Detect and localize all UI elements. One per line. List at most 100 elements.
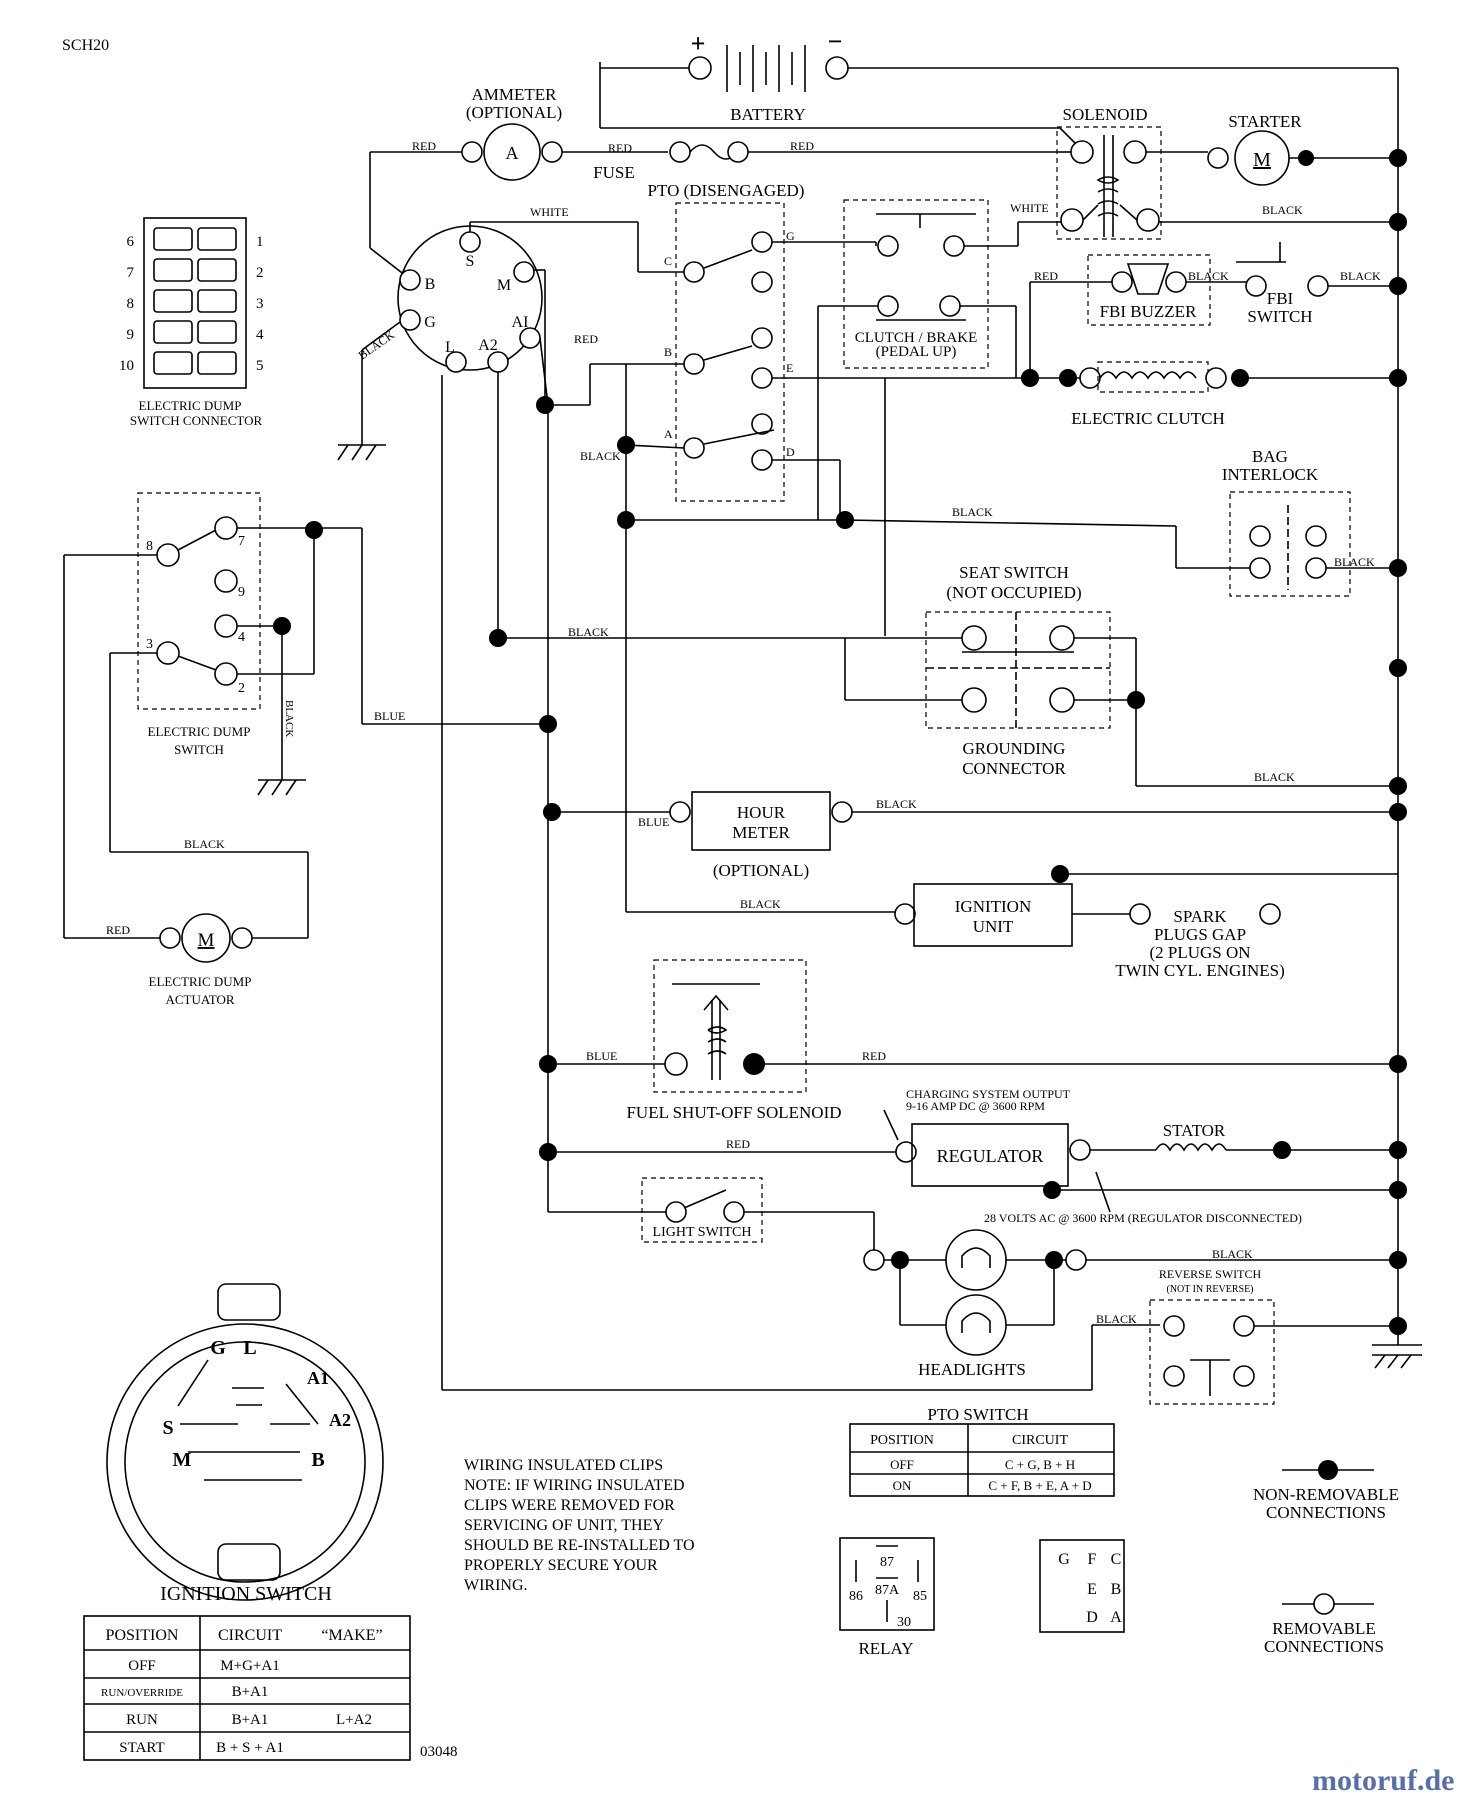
- spark-plugs-note: (2 PLUGS ON: [1149, 943, 1250, 962]
- pto-pinout-pin: C: [1111, 1551, 1122, 1568]
- dump-switch-pin: 8: [146, 539, 153, 554]
- dump-connector-label: ELECTRIC DUMP: [139, 398, 242, 413]
- note-line: CLIPS WERE REMOVED FOR: [464, 1497, 675, 1514]
- wire-label-blue: BLUE: [638, 815, 669, 829]
- stator-label: STATOR: [1163, 1121, 1226, 1140]
- wiring-note: WIRING INSULATED CLIPS NOTE: IF WIRING I…: [464, 1457, 695, 1594]
- ign-terminal-L: L: [445, 339, 455, 356]
- pto-table-header: POSITION: [870, 1433, 934, 1448]
- pto-terminal-C: C: [664, 254, 672, 268]
- dump-switch-pin: 7: [238, 534, 245, 549]
- fbi-switch: FBI SWITCH: [1236, 242, 1329, 326]
- ign-table-cell: B+A1: [232, 1712, 269, 1728]
- electric-dump-connector: 6 7 8 9 10 1 2 3 4 5 ELECTRIC DUMP SWITC…: [119, 217, 264, 428]
- regulator-ac-note: 28 VOLTS AC @ 3600 RPM (REGULATOR DISCON…: [984, 1211, 1302, 1225]
- clutch-brake-label: CLUTCH / BRAKE: [855, 330, 978, 346]
- battery-label: BATTERY: [730, 105, 806, 124]
- regulator-output-note2: 9-16 AMP DC @ 3600 RPM: [906, 1099, 1045, 1113]
- pto-terminal-A: A: [664, 427, 673, 441]
- relay-pin: 30: [897, 1615, 911, 1630]
- ign-table-cell: START: [119, 1740, 164, 1756]
- wire-label-blue: BLUE: [586, 1049, 617, 1063]
- dump-switch-label2: SWITCH: [174, 742, 224, 757]
- legend-label: CONNECTIONS: [1266, 1503, 1386, 1522]
- wire-label-white: WHITE: [1010, 201, 1049, 215]
- pto-table-header: CIRCUIT: [1012, 1433, 1068, 1448]
- electric-clutch-label: ELECTRIC CLUTCH: [1071, 409, 1224, 428]
- battery-positive-terminal: [688, 56, 712, 80]
- ign-table-cell: RUN: [126, 1712, 158, 1728]
- fbi-switch-label2: SWITCH: [1247, 307, 1312, 326]
- fuel-shutoff-solenoid: FUEL SHUT-OFF SOLENOID: [626, 959, 842, 1122]
- reverse-switch-sublabel: (NOT IN REVERSE): [1166, 1284, 1253, 1295]
- ign-table-cell: B + S + A1: [216, 1740, 284, 1756]
- wire-label-red: RED: [608, 141, 632, 155]
- pto-table-cell: OFF: [890, 1457, 914, 1472]
- wire-label-black: BLACK: [1096, 1312, 1137, 1326]
- fuel-solenoid-label: FUEL SHUT-OFF SOLENOID: [626, 1103, 841, 1122]
- face-label-S: S: [162, 1417, 173, 1439]
- ign-table-cell: OFF: [128, 1658, 156, 1674]
- ign-table-cell: RUN/OVERRIDE: [101, 1687, 183, 1699]
- legend-non-removable: NON-REMOVABLE CONNECTIONS: [1253, 1460, 1399, 1522]
- note-line: WIRING.: [464, 1577, 528, 1594]
- headlights-label: HEADLIGHTS: [918, 1360, 1026, 1379]
- battery-minus-sign: −: [828, 27, 843, 56]
- relay-label: RELAY: [858, 1639, 913, 1658]
- seat-switch: SEAT SWITCH (NOT OCCUPIED) GROUNDING CON…: [925, 563, 1111, 778]
- reverse-switch: REVERSE SWITCH (NOT IN REVERSE): [1149, 1267, 1275, 1405]
- ignition-switch-face: G L A1 S A2 M B: [106, 1283, 384, 1601]
- wire-label-black: BLACK: [283, 700, 295, 737]
- face-label-L: L: [243, 1337, 256, 1359]
- grounding-connector-label2: CONNECTOR: [962, 759, 1066, 778]
- light-switch: LIGHT SWITCH: [641, 1177, 763, 1243]
- dump-switch-pin: 9: [238, 585, 245, 600]
- seat-switch-sublabel: (NOT OCCUPIED): [946, 583, 1081, 602]
- connector-pin: 2: [256, 265, 264, 281]
- face-label-G: G: [210, 1337, 226, 1359]
- fuse-label: FUSE: [593, 163, 635, 182]
- note-line: NOTE: IF WIRING INSULATED: [464, 1477, 685, 1494]
- pto-terminal-D: D: [786, 445, 795, 459]
- ign-terminal-A2: A2: [478, 337, 498, 354]
- solenoid-label: SOLENOID: [1063, 105, 1148, 124]
- starter-symbol: M: [1253, 149, 1271, 171]
- pto-pinout: G F C E B D A: [1039, 1539, 1125, 1633]
- pto-pinout-pin: B: [1111, 1581, 1122, 1598]
- pto-table-title: PTO SWITCH: [927, 1405, 1028, 1424]
- light-switch-label: LIGHT SWITCH: [653, 1225, 752, 1240]
- electric-dump-actuator: M RED ELECTRIC DUMP ACTUATOR: [64, 913, 308, 1007]
- headlights: HEADLIGHTS: [863, 1229, 1087, 1379]
- wire-label-red: RED: [790, 139, 814, 153]
- pto-pinout-pin: G: [1058, 1551, 1070, 1568]
- ignition-switch-table: POSITION CIRCUIT “MAKE” OFF M+G+A1 RUN/O…: [83, 1615, 411, 1761]
- starter-motor: STARTER M: [1207, 112, 1407, 186]
- pto-pinout-pin: D: [1086, 1609, 1098, 1626]
- ignition-switch-terminals: S M B G L A2 AI: [397, 225, 543, 373]
- pto-table-cell: C + G, B + H: [1005, 1457, 1075, 1472]
- drawing-number: 03048: [420, 1744, 458, 1760]
- pto-terminal-B: B: [664, 345, 672, 359]
- connector-pin: 10: [119, 358, 134, 374]
- wire-label-black: BLACK: [580, 449, 621, 463]
- pto-table-cell: C + F, B + E, A + D: [988, 1478, 1091, 1493]
- ammeter-symbol: A: [506, 143, 519, 163]
- wire-label-blue: BLUE: [374, 709, 405, 723]
- pto-terminal-G: G: [786, 229, 795, 243]
- fbi-buzzer-label: FBI BUZZER: [1100, 302, 1197, 321]
- note-line: SHOULD BE RE-INSTALLED TO: [464, 1537, 695, 1554]
- pto-pinout-pin: E: [1087, 1581, 1097, 1598]
- wire-label-black: BLACK: [1262, 203, 1303, 217]
- note-line: SERVICING OF UNIT, THEY: [464, 1517, 664, 1534]
- wire-label-black: BLACK: [184, 837, 225, 851]
- connector-pin: 7: [127, 265, 135, 281]
- pto-terminal-E: E: [786, 361, 793, 375]
- dump-switch-label: ELECTRIC DUMP: [148, 724, 251, 739]
- hour-meter-label2: METER: [732, 823, 790, 842]
- relay: 87 87A 86 85 30 RELAY: [839, 1537, 935, 1658]
- ign-table-cell: B+A1: [232, 1684, 269, 1700]
- regulator: CHARGING SYSTEM OUTPUT 9-16 AMP DC @ 360…: [883, 1087, 1302, 1225]
- face-label-B: B: [311, 1449, 324, 1471]
- bag-interlock-label: BAG: [1252, 447, 1288, 466]
